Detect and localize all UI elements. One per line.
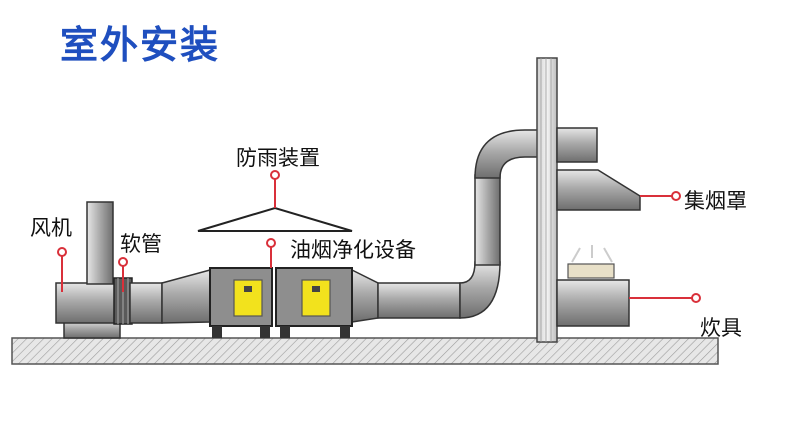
duct-top-elbow: [474, 129, 546, 179]
rain-guard: [197, 206, 353, 232]
label-stove: 炊具: [700, 316, 742, 340]
reducer-right: [351, 268, 379, 323]
duct-outlet: [377, 282, 461, 319]
label-rain-guard: 防雨装置: [236, 146, 320, 170]
duct-riser: [474, 174, 501, 266]
duct-fan-side: [129, 282, 163, 324]
fan-body: [55, 282, 121, 324]
label-purifier: 油烟净化设备: [290, 238, 416, 262]
label-fan: 风机: [30, 216, 72, 240]
stove-pot: [567, 263, 615, 279]
wall: [536, 57, 558, 343]
page-title: 室外安装: [60, 23, 221, 67]
hood-duct: [556, 127, 598, 163]
purifier-door-2: [301, 279, 331, 317]
hood-canopy: [556, 169, 641, 211]
fan: [55, 201, 121, 339]
stove-body: [556, 279, 630, 327]
ground-slab: [11, 337, 719, 365]
purifier-door-1: [233, 279, 263, 317]
callouts: [57, 170, 701, 303]
label-hose: 软管: [120, 232, 162, 256]
duct-elbow: [459, 261, 501, 319]
label-hood: 集烟罩: [684, 189, 747, 213]
fan-stack: [86, 201, 114, 285]
stove: [556, 245, 630, 327]
hood: [556, 127, 641, 211]
reducer-left: [161, 269, 211, 324]
purifier: [209, 267, 353, 338]
